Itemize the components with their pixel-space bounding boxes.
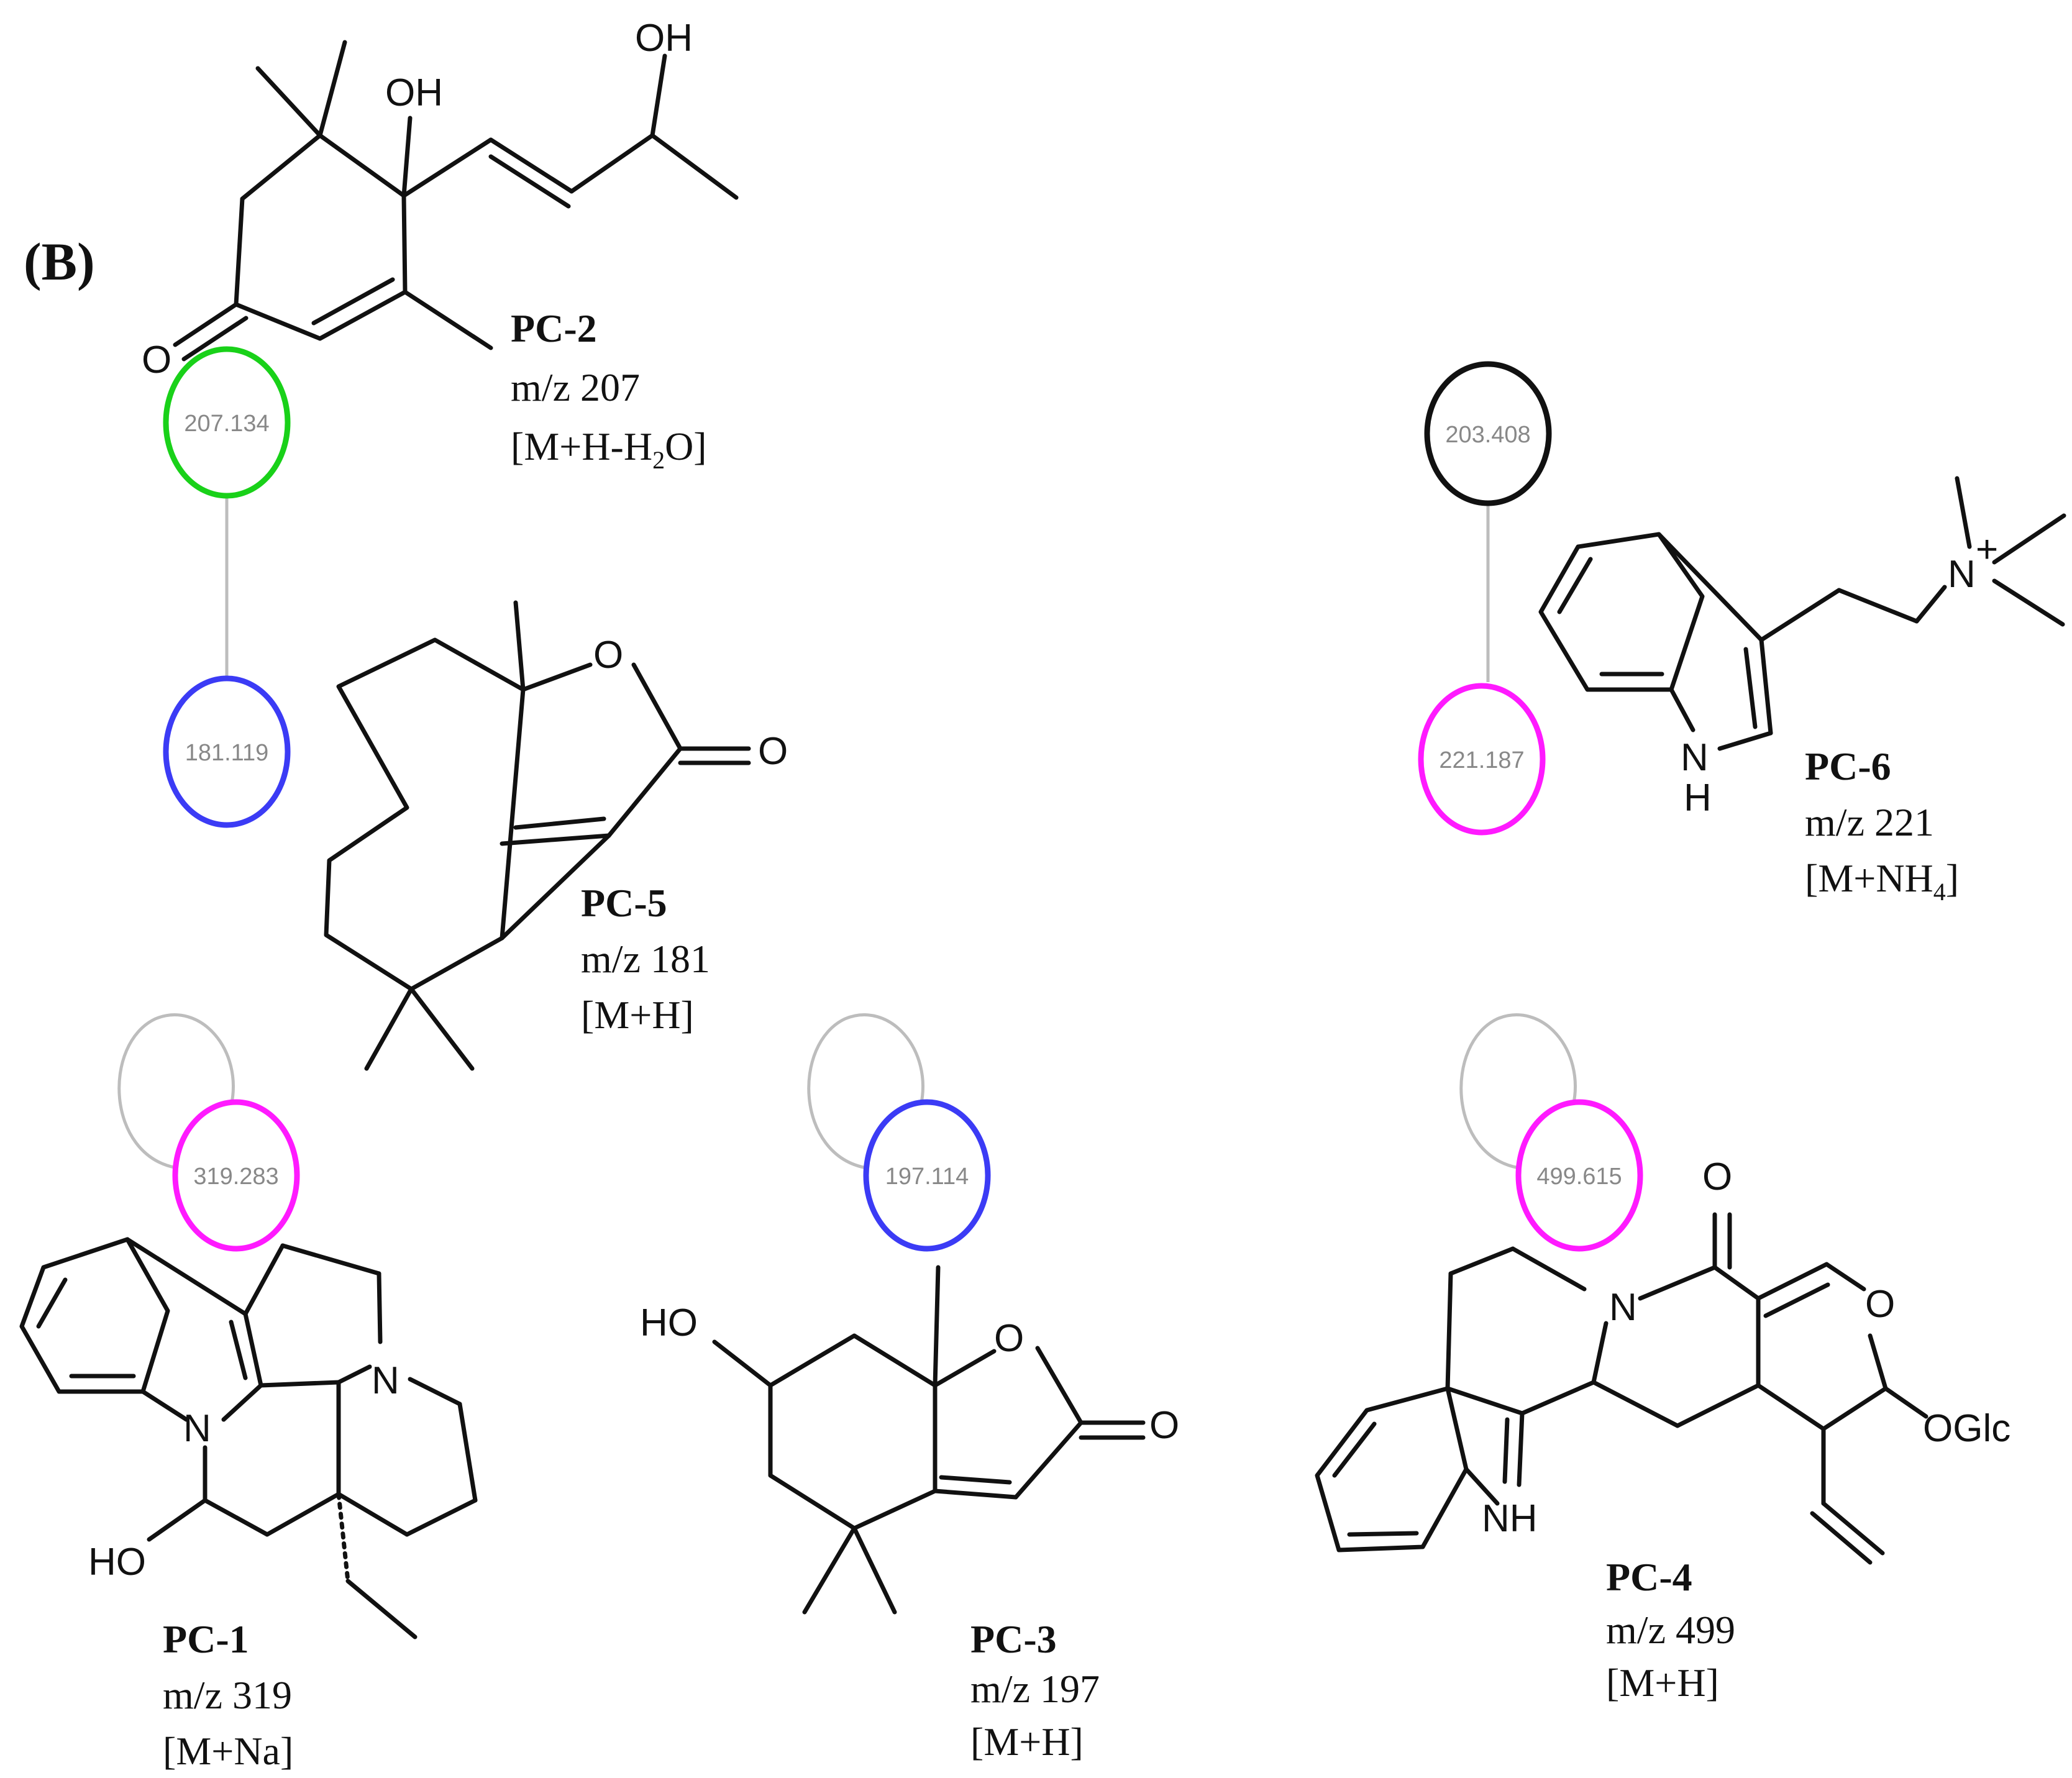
svg-text:OGlc: OGlc [1923,1407,2010,1450]
compound-mz: m/z 207 [511,365,640,409]
svg-text:HO: HO [88,1541,146,1584]
node-circle [1424,361,1552,506]
svg-text:NH: NH [1482,1497,1538,1540]
svg-text:+: + [1976,528,1998,571]
label-pc1: PC-1 m/z 319 [M+Na] [163,1617,293,1773]
compound-name: PC-2 [511,306,597,350]
structure-pc5: O O [324,600,788,1071]
label-pc4: PC-4 m/z 499 [M+H] [1606,1555,1735,1705]
svg-text:OH: OH [635,17,693,60]
node-circle [863,1099,991,1252]
svg-text:OH: OH [385,71,443,114]
compound-adduct: [M+Na] [163,1729,293,1773]
label-pc5: PC-5 m/z 181 [M+H] [581,881,710,1037]
node-label: 203.408 [1445,422,1530,448]
node-circle [163,346,291,499]
compound-adduct: [M+H] [1606,1661,1719,1705]
compound-adduct: [M+H-H2O] [511,424,707,474]
network-self-loop-499 [1459,1013,1577,1170]
compound-name: PC-3 [970,1617,1057,1661]
svg-text:O: O [142,339,171,381]
compound-mz: m/z 197 [970,1667,1100,1711]
compound-name: PC-6 [1805,744,1891,788]
label-pc3: PC-3 m/z 197 [M+H] [970,1617,1100,1764]
node-label: 197.114 [885,1164,969,1190]
svg-text:H: H [1684,777,1712,819]
node-circle [1418,683,1546,836]
svg-text:N: N [372,1359,399,1402]
svg-text:N: N [1948,553,1976,596]
svg-text:O: O [1149,1404,1179,1447]
network-node-499[interactable]: 499.615 [1515,1099,1643,1252]
svg-text:N: N [183,1407,211,1450]
label-pc2: PC-2 m/z 207 [M+H-H2O] [511,306,707,474]
svg-text:O: O [1865,1283,1895,1326]
node-label: 319.283 [193,1164,278,1190]
svg-text:O: O [994,1317,1024,1360]
structure-pc4: N O O NH OGlc [1315,1156,2010,1565]
node-circle [163,675,291,828]
structure-pc3: O O HO [640,1265,1179,1615]
label-pc6: PC-6 m/z 221 [M+NH4] [1805,744,1959,906]
structure-pc1: N N HO [19,1237,478,1639]
compound-name: PC-4 [1606,1555,1692,1599]
svg-text:HO: HO [640,1302,698,1344]
compound-name: PC-5 [581,881,667,925]
svg-text:N: N [1609,1286,1637,1329]
network-self-loop-197 [807,1013,924,1170]
node-label: 207.134 [184,411,269,437]
compound-mz: m/z 181 [581,937,710,981]
compound-adduct: [M+H] [970,1720,1084,1764]
network-layer: 207.134 181.119 203.408 221.187 319.283 … [117,346,1643,1252]
network-node-197[interactable]: 197.114 [863,1099,991,1252]
node-circle [172,1099,300,1252]
structure-pc6: N H N + [1538,476,2066,819]
svg-text:O: O [593,634,623,677]
network-node-319[interactable]: 319.283 [172,1099,300,1252]
network-node-207[interactable]: 207.134 [163,346,291,499]
compound-mz: m/z 499 [1606,1608,1735,1652]
network-node-181[interactable]: 181.119 [163,675,291,828]
network-node-221[interactable]: 221.187 [1418,683,1546,836]
node-circle [1515,1099,1643,1252]
network-node-203[interactable]: 203.408 [1424,361,1552,506]
compound-mz: m/z 221 [1805,800,1934,844]
svg-text:O: O [758,730,788,773]
compound-adduct: [M+H] [581,993,694,1037]
network-self-loop-319 [117,1013,235,1170]
svg-text:O: O [1702,1156,1732,1198]
panel-label: (B) [24,232,95,291]
node-label: 499.615 [1536,1164,1622,1190]
structure-pc2: O OH OH [142,17,739,381]
compound-mz: m/z 319 [163,1673,292,1717]
compound-name: PC-1 [163,1617,249,1661]
node-label: 221.187 [1439,747,1524,773]
node-label: 181.119 [185,740,269,766]
svg-text:N: N [1681,736,1709,779]
compound-adduct: [M+NH4] [1805,856,1959,906]
